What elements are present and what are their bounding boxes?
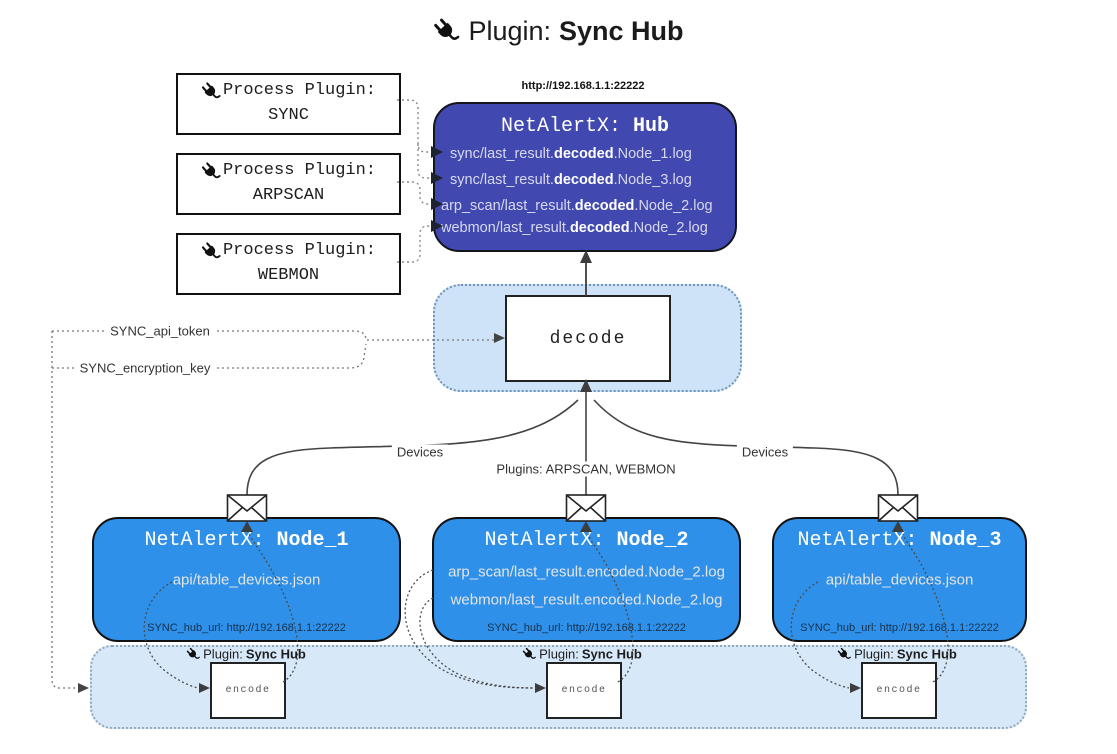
hub-url-label: http://192.168.1.1:22222 [521,80,645,92]
encode-plugin-label: Plugin: Sync Hub [837,647,957,662]
process-plugin-box-sync: Process Plugin: SYNC [176,73,401,135]
node-file: webmon/last_result.encoded.Node_2.log [450,591,723,609]
edge-label-plugins: Plugins: ARPSCAN, WEBMON [491,461,681,477]
plug-icon [186,647,200,659]
node-file: arp_scan/last_result.encoded.Node_2.log [448,563,725,581]
decode-box: decode [505,295,671,382]
node-title: NetAlertX: Node_1 [144,529,349,552]
title-name: Sync Hub [559,16,684,46]
hub-log-line: webmon/last_result.decoded.Node_2.log [441,220,708,236]
node-file: api/table_devices.json [825,571,974,589]
node-hub-url: SYNC_hub_url: http://192.168.1.1:22222 [147,622,346,634]
node-box-3: NetAlertX: Node_3 api/table_devices.json… [772,517,1027,642]
encode-box: encode [861,662,937,719]
strip-config-arrowhead [78,683,89,693]
process-plugin-box-webmon: Process Plugin: WEBMON [176,233,401,295]
node-box-2: NetAlertX: Node_2 arp_scan/last_result.e… [432,517,741,642]
node-hub-url: SYNC_hub_url: http://192.168.1.1:22222 [487,622,686,634]
plug-icon [201,82,221,98]
page-title: Plugin: Sync Hub [0,16,1117,47]
encode-plugin-label: Plugin: Sync Hub [522,647,642,662]
edges-nodes-to-decode [246,392,899,496]
hub-log-line: sync/last_result.decoded.Node_3.log [450,172,692,188]
config-api-token-label: SYNC_api_token [105,323,215,339]
plug-icon [201,242,221,258]
process-plugin-label: Process Plugin: [222,241,377,261]
edge-label-devices-left: Devices [391,444,449,460]
hub-log-line: sync/last_result.decoded.Node_1.log [450,146,692,162]
title-prefix: Plugin: [468,16,552,46]
process-plugin-name: ARPSCAN [252,186,325,205]
node-box-1: NetAlertX: Node_1 api/table_devices.json… [92,517,401,642]
node-file: api/table_devices.json [172,571,321,589]
node-title: NetAlertX: Node_2 [484,529,689,552]
process-plugin-name: WEBMON [257,266,320,285]
config-encryption-key-label: SYNC_encryption_key [74,360,216,376]
edges-process-plugins-to-hub [397,99,430,263]
encode-plugin-label: Plugin: Sync Hub [186,647,306,662]
process-plugin-box-arpscan: Process Plugin: ARPSCAN [176,153,401,215]
plug-icon [837,647,851,659]
process-plugin-label: Process Plugin: [222,81,377,101]
edge-label-devices-right: Devices [736,444,794,460]
hub-log-line: arp_scan/last_result.decoded.Node_2.log [441,198,713,214]
plug-icon [201,162,221,178]
node-hub-url: SYNC_hub_url: http://192.168.1.1:22222 [800,622,999,634]
encode-box: encode [546,662,622,719]
hub-box: NetAlertX: Hub sync/last_result.decoded.… [433,102,737,252]
plug-icon [434,18,460,40]
plug-icon [522,647,536,659]
hub-title: NetAlertX: Hub [500,115,670,138]
process-plugin-label: Process Plugin: [222,161,377,181]
process-plugin-name: SYNC [268,106,309,125]
encode-box: encode [210,662,286,719]
node-title: NetAlertX: Node_3 [797,529,1002,552]
